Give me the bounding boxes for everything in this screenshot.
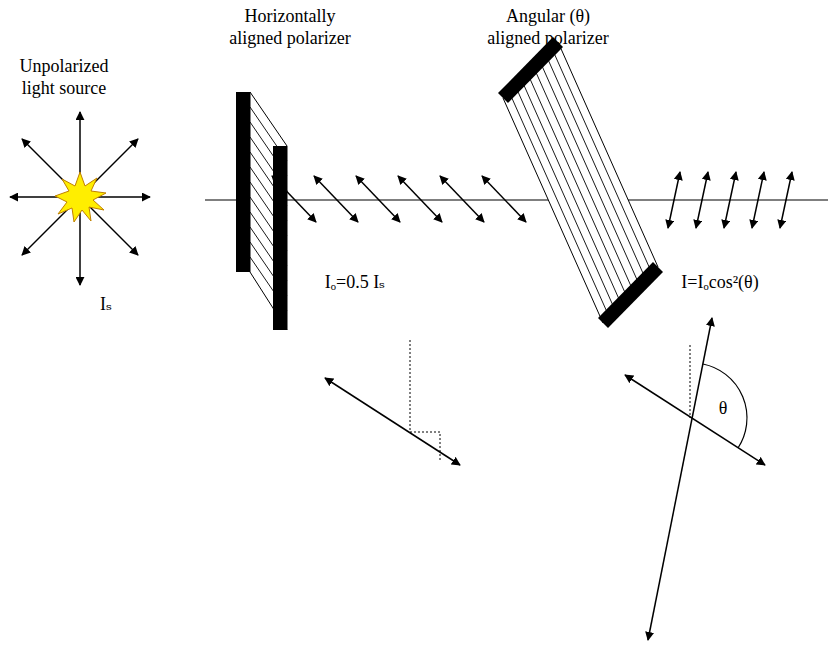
formula-label: Iₛ [86,294,126,316]
part-label: Horizontally aligned polarizer [220,6,360,49]
hatch-line [521,79,621,304]
part-label: Unpolarized light source [14,56,114,99]
polarization-arrow [314,176,358,222]
polarization-arrow [440,176,484,222]
polarization-arrow [696,172,708,228]
hatch-line [552,48,652,273]
formula-label: θ [712,398,734,420]
formula-label: I=Iₒcos²(θ) [640,272,800,294]
hatch-line [509,92,609,317]
polarization-arrow [780,172,792,228]
hatch-line [527,73,627,298]
polarization-arrow [724,172,736,228]
polarization-arrow [482,176,526,222]
hatch-line [534,67,634,292]
polarization-arrow [752,172,764,228]
polarization-arrow [272,176,316,222]
polarization-arrow [398,176,442,222]
hatch-line [540,61,640,286]
polarization-arrow [356,176,400,222]
hatch-line [546,54,646,279]
hatch-line [515,86,615,311]
part-label: Angular (θ) aligned polarizer [478,6,618,49]
formula-label: Iₒ=0.5 Iₛ [300,272,410,294]
polarization-arrow [668,172,680,228]
